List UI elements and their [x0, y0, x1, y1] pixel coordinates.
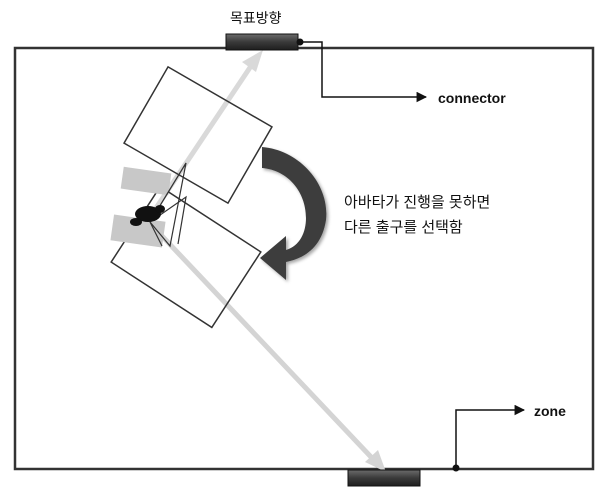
zone-callout-line: [455, 404, 526, 468]
grey-block-lower: [110, 214, 166, 248]
zone-label: zone: [534, 403, 566, 419]
exit-connector-bar: [347, 469, 421, 487]
note-line-1: 아바타가 진행을 못하면: [344, 194, 490, 211]
avatar-icon: [130, 205, 165, 226]
target-connector-bar: [225, 33, 299, 51]
avatar-box-lower: [110, 185, 262, 329]
avatar-vision-cone: [149, 162, 187, 248]
target-direction-label: 목표방향: [230, 10, 282, 26]
rotate-arrow-icon: [260, 147, 327, 280]
connector-callout-line: [300, 41, 428, 103]
grey-block-upper: [120, 166, 172, 196]
path-arrow-to-exit: [160, 234, 386, 472]
zone-boundary: [13, 46, 595, 471]
connector-label: connector: [438, 90, 506, 106]
note-line-2: 다른 출구를 선택함: [344, 219, 463, 236]
avatar-box-upper: [123, 65, 273, 205]
path-arrow-to-target: [137, 50, 263, 234]
